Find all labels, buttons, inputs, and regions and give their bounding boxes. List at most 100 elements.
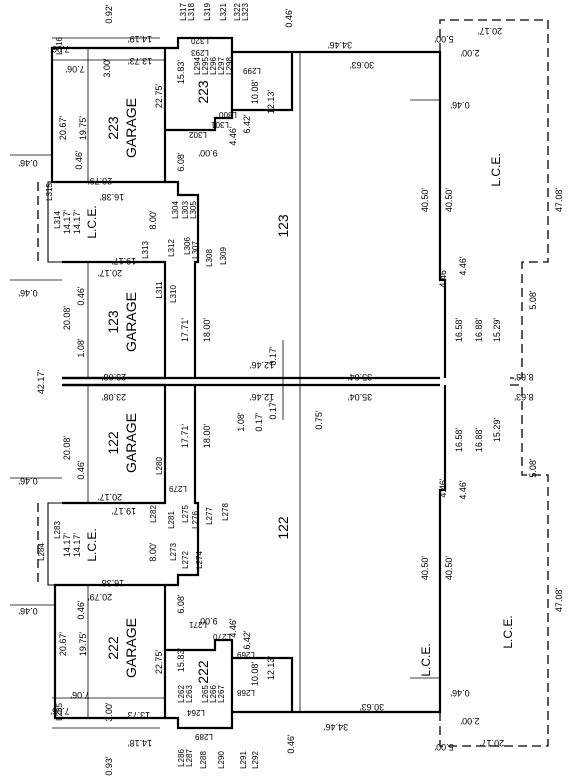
dimension-label: 20.17' [98, 268, 123, 278]
dimension-label: 5.00' [434, 34, 454, 44]
line-label: L289 [195, 732, 213, 741]
dimension-label: 40.50' [444, 188, 454, 213]
line-label: L293 [191, 48, 209, 57]
line-label: L282 [149, 505, 158, 523]
dimension-label: 12.13' [266, 656, 276, 681]
garage-123-number: 123 [105, 310, 121, 334]
dimension-label: 20.79' [88, 176, 113, 186]
line-label: L285 [55, 703, 64, 721]
line-label: L269 [237, 650, 255, 659]
dimension-label: 0.17' [254, 412, 264, 432]
dimension-label: 16.38' [100, 578, 125, 588]
dimension-label: 1.08' [76, 338, 86, 358]
dimension-labels: 0.92' 14.19' 7.06' 7.06' 13.73' 3.00' 0.… [18, 4, 564, 776]
dimension-label: 0.46' [76, 286, 86, 306]
dimension-label: 2.00' [460, 716, 480, 726]
dimension-label: 0.46' [76, 460, 86, 480]
line-label: L275 [181, 505, 190, 523]
line-label: L288 [199, 751, 208, 769]
line-label: L264 [187, 708, 205, 717]
line-label: L272 [181, 551, 190, 569]
garage-223-number: 223 [105, 116, 121, 140]
dimension-label: 19.75' [78, 632, 88, 657]
line-label: L321 [219, 3, 228, 21]
line-label: L304 [171, 201, 180, 219]
dimension-label: 16.88' [474, 428, 484, 453]
dimension-label: 5.00' [434, 742, 454, 752]
dimension-label: 7.06' [50, 706, 70, 716]
line-label: L292 [251, 751, 260, 769]
line-label: L262 [177, 685, 186, 703]
line-label: L308 [205, 249, 214, 267]
dimension-label: 0.93' [104, 756, 114, 776]
line-label: L319 [203, 3, 212, 21]
line-label: L305 [189, 201, 198, 219]
garage-222-label: GARAGE [123, 618, 139, 678]
line-label: L297 [217, 57, 226, 75]
unit-123-label: 123 [275, 214, 291, 238]
dimension-label: 0.46' [76, 600, 86, 620]
garage-122-number: 122 [105, 431, 121, 455]
unit-223-label: 223 [195, 80, 211, 104]
line-label: L302 [189, 130, 207, 139]
dimension-label: 20.17' [98, 492, 123, 502]
line-label: L303 [181, 201, 190, 219]
line-label: L309 [219, 247, 228, 265]
dimension-label: 0.46' [450, 688, 470, 698]
dimension-label: 12.13' [266, 90, 276, 115]
dimension-label: 15.83' [176, 60, 186, 85]
dimension-label: 19.17' [112, 506, 137, 516]
line-label: L263 [185, 685, 194, 703]
dimension-label: 4.46' [458, 480, 468, 500]
dimension-label: 0.46' [284, 8, 294, 28]
dimension-label: 47.08' [554, 188, 564, 213]
lce-label: L.C.E. [501, 615, 515, 648]
dimension-label: 34.46' [324, 722, 349, 732]
unit-122-label: 122 [275, 516, 291, 540]
line-label: L279 [169, 484, 187, 493]
dimension-label: 20.67' [58, 632, 68, 657]
line-label: L284 [37, 543, 46, 561]
line-label: L286 [177, 749, 186, 767]
dimension-label: 15.29' [492, 318, 502, 343]
dimension-label: 17.71' [180, 424, 190, 449]
dimension-label: 23.08' [102, 392, 127, 402]
line-label: L280 [155, 457, 164, 475]
dimension-label: 7.06' [50, 44, 70, 54]
line-label: L315 [45, 183, 54, 201]
dimension-label: 42.17' [36, 370, 46, 395]
dimension-label: 40.50' [420, 556, 430, 581]
line-label: L318 [187, 3, 196, 21]
dimension-label: 6.08' [176, 152, 186, 172]
dimension-label: 0.46' [18, 288, 38, 298]
line-label: L295 [201, 57, 210, 75]
line-label: L270 [213, 632, 231, 641]
dimension-label: 20.17' [478, 26, 503, 36]
dimension-label: 17.71' [180, 318, 190, 343]
dimension-label: 30.63' [360, 702, 385, 712]
dimension-label: 18.00' [202, 318, 212, 343]
dimension-label: 16.58' [454, 318, 464, 343]
dimension-label: 13.73' [126, 710, 151, 720]
dimension-label: 12.46' [250, 360, 275, 370]
dimension-label: 15.83' [176, 648, 186, 673]
dimension-label: 10.08' [250, 80, 260, 105]
dimension-label: 47.08' [554, 588, 564, 613]
dimension-label: 20.08' [62, 306, 72, 331]
dimension-label: 34.46' [328, 40, 353, 50]
dimension-label: 8.00' [148, 542, 158, 562]
dimension-label: 7.06' [70, 690, 90, 700]
dimension-label: 4.46' [438, 268, 448, 288]
unit-222-label: 222 [195, 660, 211, 684]
dimension-label: 9.00' [198, 616, 218, 626]
line-label: L291 [239, 751, 248, 769]
dimension-label: 6.42' [242, 630, 252, 650]
dimension-lines [10, 37, 440, 729]
line-label: L276 [191, 511, 200, 529]
dimension-label: 14.17' [72, 210, 82, 235]
dimension-label: 6.08' [176, 594, 186, 614]
line-label: L277 [205, 507, 214, 525]
line-label: L323 [241, 3, 250, 21]
line-label: L287 [185, 749, 194, 767]
